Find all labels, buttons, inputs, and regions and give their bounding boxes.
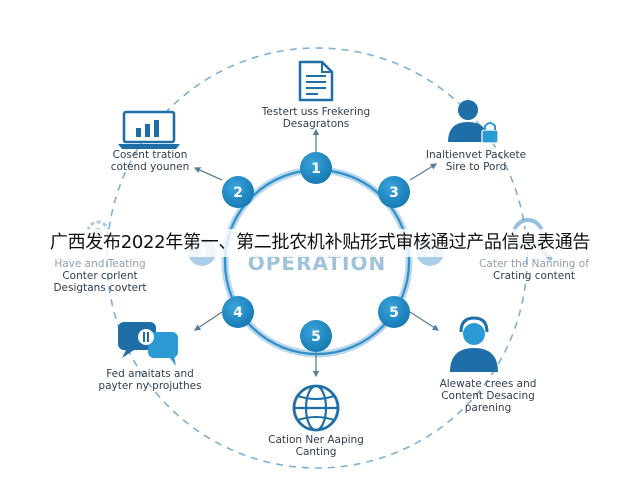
step-label-3-left-line-3: Desigtans covtert — [53, 282, 147, 294]
step-label-4-line-2: payter ny projuthes — [98, 380, 202, 392]
step-number-5: 5 — [311, 329, 321, 345]
step-node-2: 2 — [222, 176, 254, 208]
step-label-3: Inaltienvet Packete Sire to Pord — [426, 149, 526, 173]
step-label-5-right-line-3: parening — [464, 402, 512, 414]
step-label-3-left-line-1: Have and Teating — [54, 258, 146, 270]
step-label-4-right-line-1: Cater the Nanning of — [479, 258, 589, 270]
step-label-2: Cosent tration cotend younen — [111, 149, 190, 173]
laptop-chart-icon — [118, 110, 180, 149]
caption-banner: 广西发布2022年第一、第二批农机补贴形式审核通过产品信息表通告 — [0, 229, 640, 257]
step-number-4: 4 — [233, 305, 243, 321]
step-label-4-line-1: Fed anaitats and — [106, 368, 194, 380]
step-label-5-right: Alewate crees and Content Desacing paren… — [440, 378, 537, 414]
step-label-4-right: Cater the Nanning of Crating content — [479, 258, 589, 282]
step-label-1: Testert uss Frekering Desagratons — [262, 106, 370, 130]
user-lock-icon — [448, 100, 499, 144]
chat-icon — [118, 322, 178, 366]
step-node-5: 5 — [300, 320, 332, 352]
arrow-5 — [409, 311, 440, 331]
step-label-1-line-1: Testert uss Frekering — [261, 106, 371, 118]
arrow-4 — [193, 311, 223, 331]
step-label-5: Cation Ner Aaping Canting — [268, 434, 364, 458]
step-label-4: Fed anaitats and payter ny projuthes — [98, 368, 201, 392]
step-label-5-right-line-2: Content Desacing — [441, 390, 535, 402]
step-label-3-line-2: Sire to Pord — [445, 161, 507, 173]
document-icon — [298, 60, 334, 102]
step-number-1: 1 — [311, 161, 321, 177]
connector-arrows — [193, 128, 440, 378]
step-number-2: 2 — [233, 185, 243, 201]
user-headset-icon — [450, 316, 498, 372]
step-number-5-right: 5 — [389, 305, 399, 321]
step-label-4-right-line-2: Crating content — [493, 270, 575, 282]
step-label-3-left: Have and Teating Conter corlent Desigtan… — [53, 258, 146, 294]
arrow-3 — [409, 163, 438, 181]
step-node-1: 1 — [300, 152, 332, 184]
arrow-2 — [193, 167, 223, 181]
outer-dashed-ring — [106, 47, 528, 469]
step-label-5-line-2: Canting — [295, 446, 337, 458]
globe-icon — [292, 384, 340, 432]
step-label-1-line-2: Desagratons — [282, 118, 350, 130]
step-label-3-left-line-2: Conter corlent — [62, 270, 138, 282]
step-label-5-right-line-1: Alewate crees and — [439, 378, 537, 390]
step-label-2-line-1: Cosent tration — [112, 149, 188, 161]
step-number-3: 3 — [389, 185, 399, 201]
step-label-3-line-1: Inaltienvet Packete — [425, 149, 527, 161]
step-node-5-right: 5 — [378, 296, 410, 328]
step-node-3: 3 — [378, 176, 410, 208]
step-node-4: 4 — [222, 296, 254, 328]
step-label-5-line-1: Cation Ner Aaping — [268, 434, 364, 446]
step-label-2-line-2: cotend younen — [110, 161, 190, 173]
